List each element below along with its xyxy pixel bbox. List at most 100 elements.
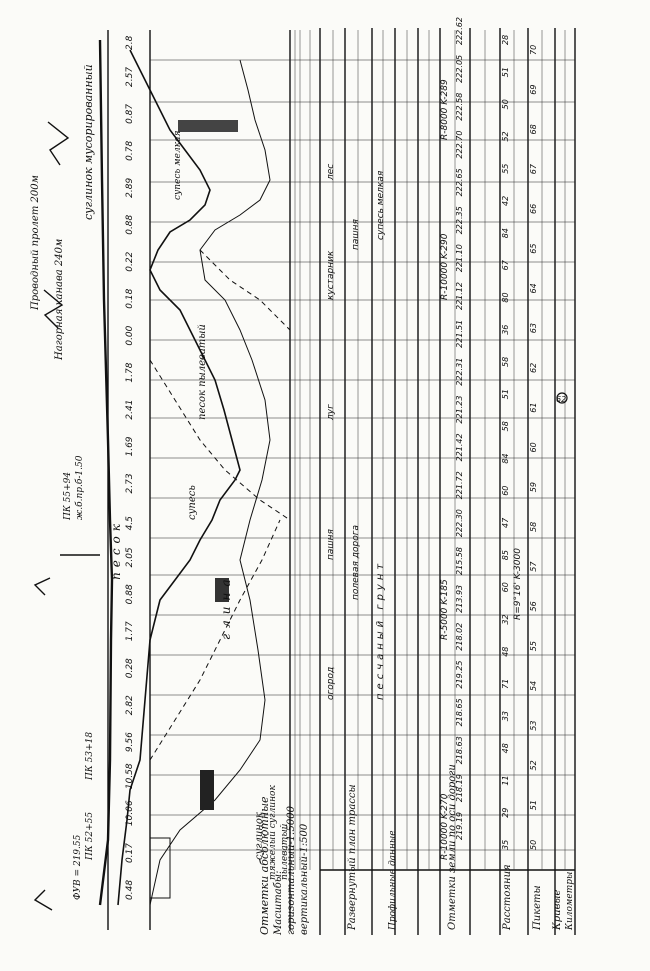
side-elevation: 2.05 xyxy=(125,547,135,567)
curve-label: R-5000 K-185 xyxy=(440,579,450,640)
ground-mark: 221.42 xyxy=(455,433,464,461)
distance-value: 28 xyxy=(501,35,510,45)
distance-value: 58 xyxy=(501,357,510,367)
ground-marks-row: 219.19218.19218.63218.65219.25218.02213.… xyxy=(455,17,464,840)
side-elevation: 0.48 xyxy=(125,880,135,900)
grid-rulings xyxy=(294,30,566,870)
side-elevation: 1.78 xyxy=(125,362,135,382)
picket-number-wrap: 59 xyxy=(529,482,538,492)
profile-group-label: Профильные данные xyxy=(388,830,398,931)
distance-value: 84 xyxy=(501,228,510,238)
distance-value: 51 xyxy=(501,389,510,399)
row-label-ground: Отметки земли по оси дороги xyxy=(447,764,458,930)
picket-number-wrap: 60 xyxy=(529,442,538,452)
distance-value-wrap: 51 xyxy=(501,67,510,77)
ground-mark: 219.19 xyxy=(455,812,464,840)
picket-number-wrap: 53 xyxy=(529,721,538,731)
distance-value-wrap: 84 xyxy=(501,453,510,463)
picket-number-wrap: 62 xyxy=(529,363,538,373)
distance-value: 36 xyxy=(501,325,510,335)
curve-label: R-10000 K-270 xyxy=(440,793,450,860)
picket-number-wrap: 51 xyxy=(529,800,538,810)
side-elevation-wrap: 10.58 xyxy=(125,763,135,789)
picket-number-wrap: 66 xyxy=(529,204,538,214)
side-elevation-wrap: 0.88 xyxy=(125,214,135,234)
picket-number-wrap: 55 xyxy=(529,641,538,651)
distance-value-wrap: 47 xyxy=(501,517,510,528)
distance-value-wrap: 58 xyxy=(501,357,510,367)
picket-number: 58 xyxy=(529,522,538,532)
side-elevation: 0.88 xyxy=(125,584,135,604)
plan-text: супесь мелкая xyxy=(376,170,386,240)
distance-value-wrap: 35 xyxy=(501,840,510,850)
soil-label: песок xyxy=(109,519,123,580)
side-elevation: 0.28 xyxy=(125,658,135,678)
ground-mark: 222.31 xyxy=(455,358,464,386)
distance-value-wrap: 52 xyxy=(501,131,510,141)
side-elevation-wrap: 0.87 xyxy=(125,104,135,124)
side-elevation-wrap: 0.78 xyxy=(125,141,135,161)
picket-number: 65 xyxy=(529,244,538,254)
side-elevation-wrap: 2.57 xyxy=(125,67,135,87)
picket-number: 68 xyxy=(529,124,538,134)
span-label: Проводный пролет 200м xyxy=(30,175,41,311)
legend-block: Отметки абсолютные Масштабы: горизонталь… xyxy=(258,796,310,936)
plan-text: пашня xyxy=(326,528,336,560)
km-circle-icon xyxy=(556,392,568,404)
side-elevation: 0.18 xyxy=(125,288,135,308)
picket-number: 67 xyxy=(529,163,538,174)
curve-label: R-8000 K-289 xyxy=(440,79,450,140)
side-elevation: 1.69 xyxy=(125,436,135,456)
picket-number: 52 xyxy=(529,760,538,770)
picket-ticks xyxy=(150,59,575,851)
picket-number-wrap: 67 xyxy=(529,163,538,174)
ground-mark: 219.25 xyxy=(455,661,464,689)
annotation-pk-right: ПК 53+18 xyxy=(85,732,95,781)
ground-mark: 221.23 xyxy=(455,396,464,424)
plan-row-label: Развернутый план трассы xyxy=(347,784,358,931)
side-elevation: 0.87 xyxy=(125,104,135,124)
pickets-row: 5051525354555657585960616263646566676869… xyxy=(529,45,538,850)
picket-number: 63 xyxy=(529,323,538,333)
side-elevation-wrap: 0.17 xyxy=(125,843,135,863)
picket-number-wrap: 56 xyxy=(529,601,538,611)
distance-value-wrap: 42 xyxy=(501,196,510,206)
ground-mark: 215.58 xyxy=(455,547,464,575)
soil-label: супесь xyxy=(187,485,198,520)
picket-number: 55 xyxy=(529,641,538,651)
distance-value-wrap: 48 xyxy=(501,647,510,657)
distance-value-wrap: 28 xyxy=(501,35,510,45)
ground-mark-wrap: 222.58 xyxy=(455,93,464,121)
ground-mark-wrap: 219.19 xyxy=(455,812,464,840)
ground-mark: 213.93 xyxy=(455,585,464,613)
side-elevation-wrap: 0.28 xyxy=(125,658,135,678)
picket-number: 53 xyxy=(529,721,538,731)
plan-text: песчаный грунт xyxy=(375,560,386,700)
annotation-rail: ж.б.пр.б-1.50 xyxy=(74,455,85,520)
row-label-dist: Расстояния xyxy=(502,864,513,931)
picket-number: 64 xyxy=(529,283,538,293)
picket-number-wrap: 58 xyxy=(529,522,538,532)
pk-left-label: ПК 52+55 xyxy=(85,812,95,861)
picket-number-wrap: 50 xyxy=(529,840,538,850)
plan-text: пашня xyxy=(351,218,361,250)
ground-mark-wrap: 213.93 xyxy=(455,585,464,613)
side-elevation-wrap: 0.48 xyxy=(125,880,135,900)
distance-value-wrap: 60 xyxy=(501,582,510,592)
ramp-box xyxy=(149,837,171,899)
ground-mark-wrap: 221.51 xyxy=(455,320,464,348)
picket-number: 56 xyxy=(529,601,538,611)
km-value: 62 xyxy=(556,395,566,404)
distance-value: 71 xyxy=(501,679,510,689)
distance-value: 48 xyxy=(501,743,510,753)
ground-mark-wrap: 219.25 xyxy=(455,661,464,689)
distance-value-wrap: 32 xyxy=(501,614,510,624)
ground-mark: 221.72 xyxy=(455,471,464,499)
side-elevation: 9.56 xyxy=(125,732,135,752)
legend-horizontal: горизонтальный-1:5000 xyxy=(286,805,297,935)
ground-mark: 222.35 xyxy=(455,206,464,234)
ground-mark: 222.62 xyxy=(455,17,464,45)
ground-mark-wrap: 218.19 xyxy=(455,774,464,802)
side-elevation-wrap: 1.77 xyxy=(125,621,135,641)
picket-number-wrap: 70 xyxy=(529,45,538,55)
